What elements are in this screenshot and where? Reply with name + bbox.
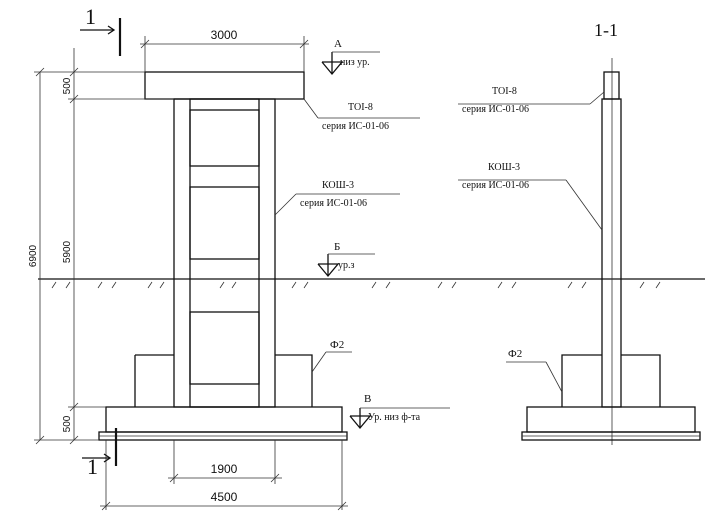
dim-total-height: 6900	[28, 244, 39, 267]
dim-top-height: 500	[62, 77, 73, 94]
level-mark-a: А низ ур.	[321, 38, 380, 76]
column-outer	[173, 98, 276, 408]
side-top-slab	[603, 71, 620, 100]
level-a-text: низ ур.	[340, 57, 370, 68]
level-mark-b: Б ур.з	[317, 241, 375, 278]
callout-f2-front-label: Ф2	[330, 339, 344, 351]
footing-base	[105, 406, 343, 433]
level-v-text: Ур. низ ф-та	[368, 412, 421, 423]
dim-base-width: 4500	[211, 490, 238, 504]
section-label: 1-1	[594, 20, 618, 40]
dim-inner-width: 1900	[211, 462, 238, 476]
column-window-1	[189, 109, 260, 167]
callout-toi-side-series: серия ИС-01-06	[462, 104, 529, 115]
level-v-mark: В	[364, 393, 371, 405]
callout-toi-front-name: ТОI-8	[348, 102, 373, 113]
callout-kosh-side-name: КОШ-3	[488, 162, 520, 173]
cut-marker-top: 1	[85, 4, 96, 29]
callout-toi-side: ТОI-8 серия ИС-01-06	[458, 86, 605, 115]
ground-hatch	[51, 281, 661, 289]
callout-kosh-side: КОШ-3 серия ИС-01-06	[458, 162, 603, 231]
callout-f2-side-label: Ф2	[508, 348, 522, 360]
callout-f2-side: Ф2	[506, 348, 563, 393]
top-slab	[144, 71, 305, 100]
side-footing-base	[526, 406, 696, 433]
level-mark-v: В Ур. низ ф-та	[349, 393, 450, 430]
side-footing-step-right	[621, 354, 661, 407]
side-column	[601, 98, 622, 408]
callout-kosh-front: КОШ-3 серия ИС-01-06	[274, 180, 400, 216]
footing-step-right	[275, 354, 313, 407]
dim-mid-height: 5900	[62, 240, 73, 263]
callout-kosh-front-name: КОШ-3	[322, 180, 354, 191]
cut-marker-bottom: 1	[87, 454, 98, 479]
dim-bottom-height: 500	[62, 415, 73, 432]
level-a-mark: А	[334, 38, 342, 50]
column-inner	[189, 98, 260, 408]
dim-top-width: 3000	[211, 28, 238, 42]
callout-f2-front: Ф2	[311, 339, 352, 373]
level-b-text: ур.з	[338, 260, 355, 271]
level-b-mark: Б	[334, 241, 340, 253]
callout-kosh-front-series: серия ИС-01-06	[300, 198, 367, 209]
column-window-2	[189, 186, 260, 260]
callout-toi-front: ТОI-8 серия ИС-01-06	[303, 98, 420, 132]
callout-toi-front-series: серия ИС-01-06	[322, 121, 389, 132]
callout-toi-side-name: ТОI-8	[492, 86, 517, 97]
side-footing-step-left	[561, 354, 602, 407]
callout-kosh-side-series: серия ИС-01-06	[462, 180, 529, 191]
column-window-3	[189, 311, 260, 385]
